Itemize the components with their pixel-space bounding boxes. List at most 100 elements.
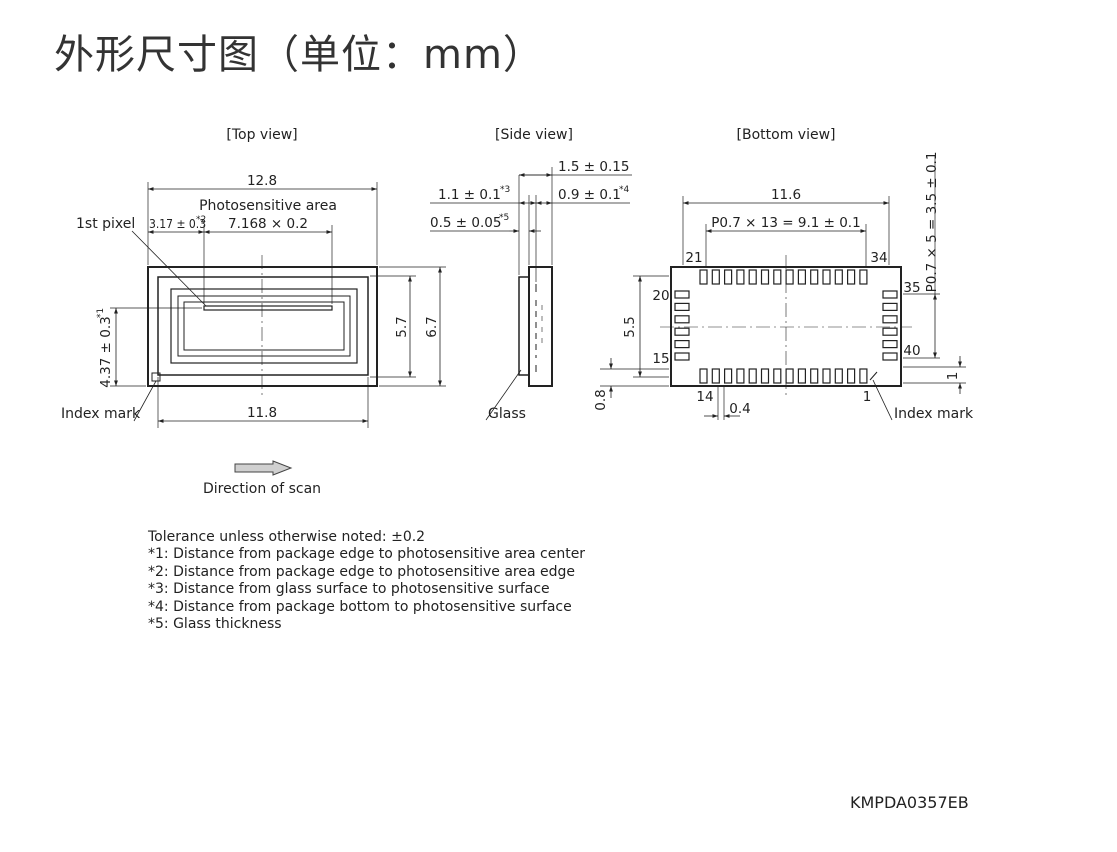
- dim-inner-height: 5.7: [394, 316, 410, 337]
- pads-left-column: [674, 290, 690, 361]
- pad: [822, 368, 831, 384]
- pad: [711, 368, 720, 384]
- pad: [674, 340, 690, 349]
- pad: [882, 290, 898, 299]
- pad: [882, 340, 898, 349]
- pads-top-row: [699, 269, 868, 285]
- top-package-outline: [147, 266, 378, 387]
- side-package-outline: [528, 266, 553, 387]
- dim-pad-offset: 0.8: [593, 389, 609, 410]
- dim-edge-offset: 3.17 ± 0.3: [149, 217, 206, 231]
- pin-label-40: 40: [903, 343, 920, 359]
- dim-bottom-to-surface: 0.9 ± 0.1: [558, 187, 621, 203]
- pin-label-14: 14: [696, 389, 713, 405]
- pin-label-35: 35: [903, 280, 920, 296]
- glass-label: Glass: [488, 406, 526, 422]
- dim-side-total: 1.5 ± 0.15: [558, 159, 629, 175]
- bottom-index-mark-label: Index mark: [894, 406, 974, 422]
- page-title: 外形尺寸图（单位：mm）: [54, 32, 544, 78]
- note-tolerance: Tolerance unless otherwise noted: ±0.2: [148, 529, 426, 545]
- pad: [846, 368, 856, 384]
- pad: [674, 315, 690, 324]
- dim-bottom-width: 11.6: [771, 187, 801, 203]
- pad: [859, 269, 868, 285]
- photosensitive-area-label: Photosensitive area: [199, 198, 337, 214]
- pad: [773, 368, 782, 384]
- bottom-view: [600, 156, 966, 421]
- first-pixel-label: 1st pixel: [76, 216, 135, 232]
- pad: [785, 368, 794, 384]
- dim-center-offset-note: *1: [96, 308, 106, 318]
- pad: [859, 368, 868, 384]
- dim-pad-width: 0.4: [729, 401, 750, 417]
- pad: [674, 290, 690, 299]
- pad: [674, 352, 690, 361]
- dim-pad-length: 1: [945, 372, 961, 381]
- dim-pitch-vertical: P0.7 × 5 = 3.5 ± 0.1: [924, 152, 940, 293]
- pad: [834, 269, 843, 285]
- pad: [760, 368, 770, 384]
- pad: [736, 269, 745, 285]
- top-inner-frame: [157, 276, 369, 376]
- pad: [797, 269, 807, 285]
- note-2: *2: Distance from package edge to photos…: [148, 563, 576, 580]
- top-view: [110, 182, 446, 428]
- photosensitive-area: [203, 305, 333, 311]
- pad: [810, 269, 819, 285]
- pad: [760, 269, 770, 285]
- pin-label-1: 1: [863, 389, 872, 405]
- dim-bottom-height: 5.5: [622, 316, 638, 337]
- notes: Tolerance unless otherwise noted: ±0.2 *…: [148, 529, 585, 633]
- pad: [882, 315, 898, 324]
- bottom-view-title: [Bottom view]: [737, 127, 836, 143]
- pad: [748, 368, 757, 384]
- pad: [723, 368, 733, 384]
- dim-inner-width: 11.8: [247, 405, 277, 421]
- pad: [882, 327, 898, 336]
- pin-label-21: 21: [685, 250, 702, 266]
- dim-glass-thickness-note: *5: [499, 213, 509, 223]
- pads-bottom-row: [699, 368, 868, 384]
- pads-right-column: [882, 290, 898, 361]
- pad: [785, 269, 794, 285]
- pad: [773, 269, 782, 285]
- pin-label-34: 34: [870, 250, 887, 266]
- pin-label-15: 15: [652, 351, 669, 367]
- note-4: *4: Distance from package bottom to phot…: [148, 598, 572, 615]
- pad: [711, 269, 720, 285]
- pad: [723, 269, 733, 285]
- pad: [797, 368, 807, 384]
- dim-glass-thickness: 0.5 ± 0.05: [430, 215, 501, 231]
- dim-package-width: 12.8: [247, 173, 277, 189]
- document-code: KMPDA0357EB: [850, 793, 969, 812]
- pad: [736, 368, 745, 384]
- dim-center-offset: 4.37 ± 0.3: [98, 316, 114, 387]
- pad: [748, 269, 757, 285]
- top-index-mark-label: Index mark: [61, 406, 141, 422]
- pin-label-20: 20: [652, 288, 669, 304]
- pad: [882, 352, 898, 361]
- dim-area-size: 7.168 × 0.2: [228, 216, 308, 232]
- pad: [882, 302, 898, 311]
- dim-pitch-horizontal: P0.7 × 13 = 9.1 ± 0.1: [711, 215, 860, 231]
- pad: [822, 269, 831, 285]
- pad: [846, 269, 856, 285]
- pad: [674, 302, 690, 311]
- note-1: *1: Distance from package edge to photos…: [148, 546, 586, 563]
- top-window-glass: [183, 301, 345, 351]
- top-index-mark: [151, 372, 161, 382]
- pad: [810, 368, 819, 384]
- pad: [834, 368, 843, 384]
- top-view-title: [Top view]: [226, 127, 297, 143]
- top-window-inner: [177, 295, 351, 357]
- side-glass: [518, 276, 530, 376]
- side-view: [430, 167, 632, 421]
- dim-edge-offset-note: *2: [196, 215, 206, 225]
- dim-glass-to-surface: 1.1 ± 0.1: [438, 187, 501, 203]
- scan-direction-label: Direction of scan: [203, 481, 321, 497]
- pad: [699, 368, 708, 384]
- top-window-outer: [170, 288, 358, 364]
- scan-arrow-icon: [234, 460, 293, 476]
- note-5: *5: Glass thickness: [148, 616, 282, 633]
